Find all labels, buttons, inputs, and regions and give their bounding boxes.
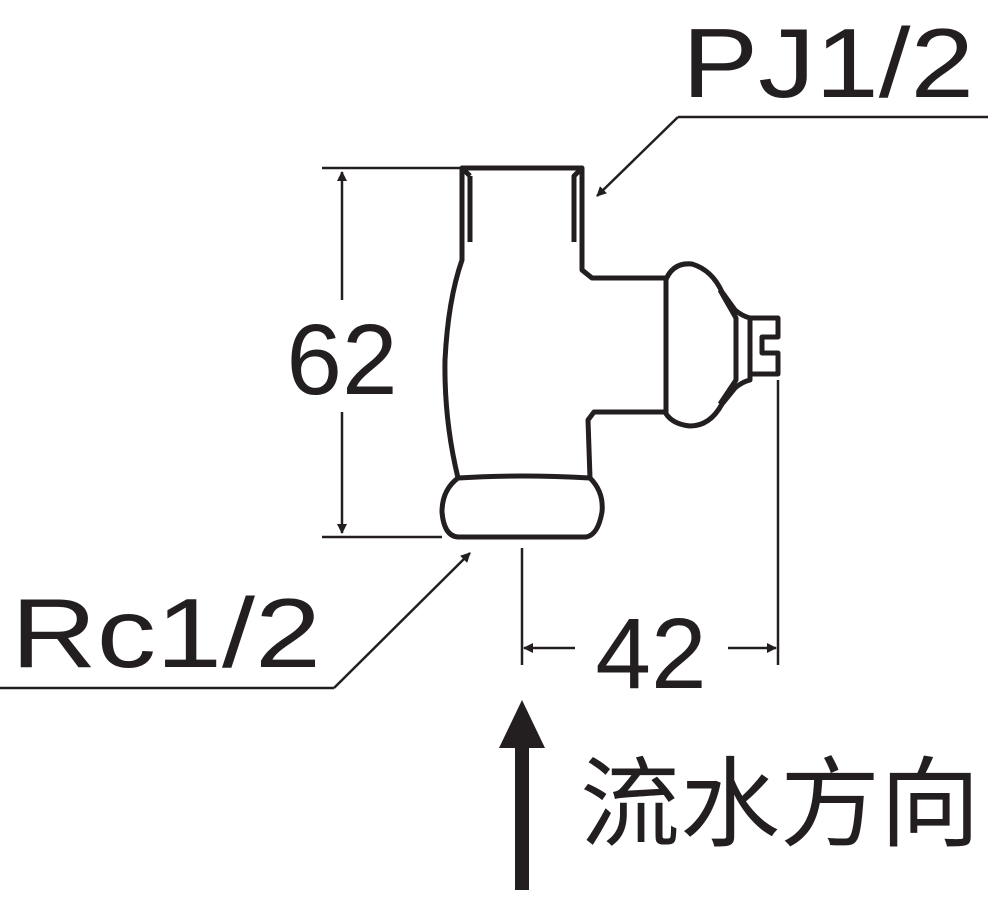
bottom-thread-leader (0, 552, 471, 690)
handle-shoulders (717, 288, 739, 406)
bottom-nut-seam (457, 473, 591, 481)
top-thread-label: PJ1/2 (682, 8, 974, 118)
valve-body (439, 165, 781, 540)
height-dimension (322, 166, 460, 539)
thread-grooves (460, 166, 585, 242)
top-thread-section (439, 165, 669, 540)
flow-direction-label: 流水方向 (580, 748, 980, 862)
width-dimension-label: 42 (595, 598, 706, 710)
width-dimension (520, 380, 780, 665)
flow-arrow (499, 700, 545, 890)
height-dimension-label: 62 (286, 304, 397, 416)
bottom-thread-label: Rc1/2 (11, 578, 321, 688)
top-thread-leader (596, 115, 988, 197)
stem-tip (747, 315, 781, 377)
